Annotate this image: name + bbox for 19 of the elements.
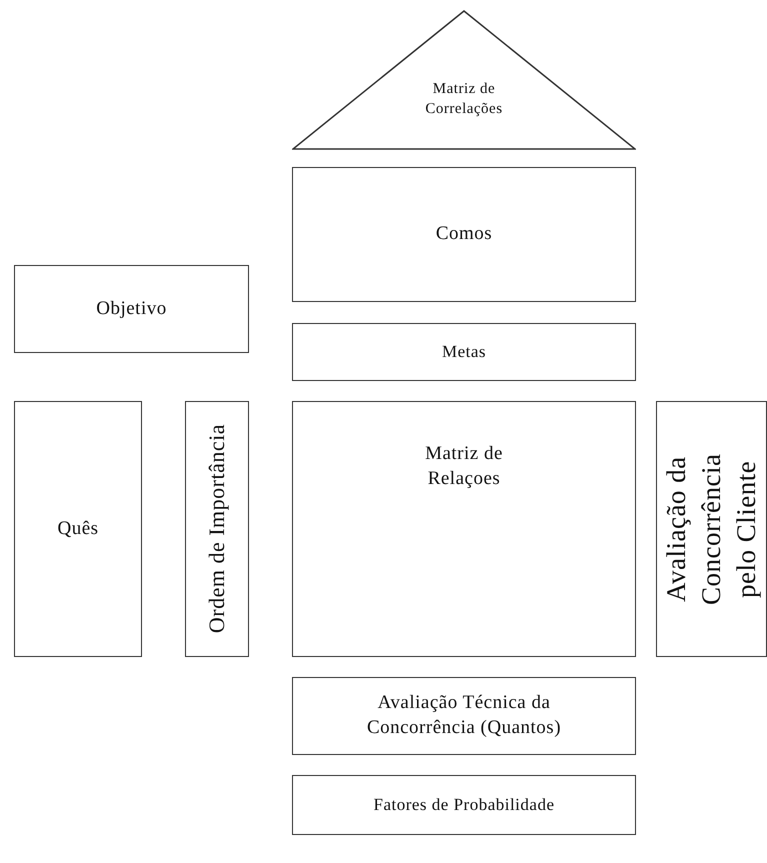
section-box: [14, 401, 142, 657]
section-box: [292, 323, 636, 381]
section-box: [292, 775, 636, 835]
section-label: Matriz de Relaçoes: [424, 442, 504, 491]
section-box: [292, 167, 636, 302]
section-label: Metas: [440, 340, 488, 363]
section-label: Objetivo: [95, 296, 168, 321]
section-box: [14, 265, 249, 353]
section-label: Fatores de Probabilidade: [372, 794, 556, 816]
section-box: [292, 401, 636, 657]
section-label: Ordem de Importância: [202, 424, 230, 634]
section-box: [292, 677, 636, 755]
section-label: Quês: [56, 516, 100, 541]
section-label: Avaliação Técnica da Concorrência (Quantos): [366, 691, 562, 740]
section-label: Matriz de Correlações: [424, 80, 504, 118]
section-label: Avaliação da Concorrência pelo Cliente: [660, 452, 762, 607]
section-box: [656, 401, 767, 657]
section-label: Comos: [434, 222, 494, 246]
section-box: [185, 401, 249, 657]
